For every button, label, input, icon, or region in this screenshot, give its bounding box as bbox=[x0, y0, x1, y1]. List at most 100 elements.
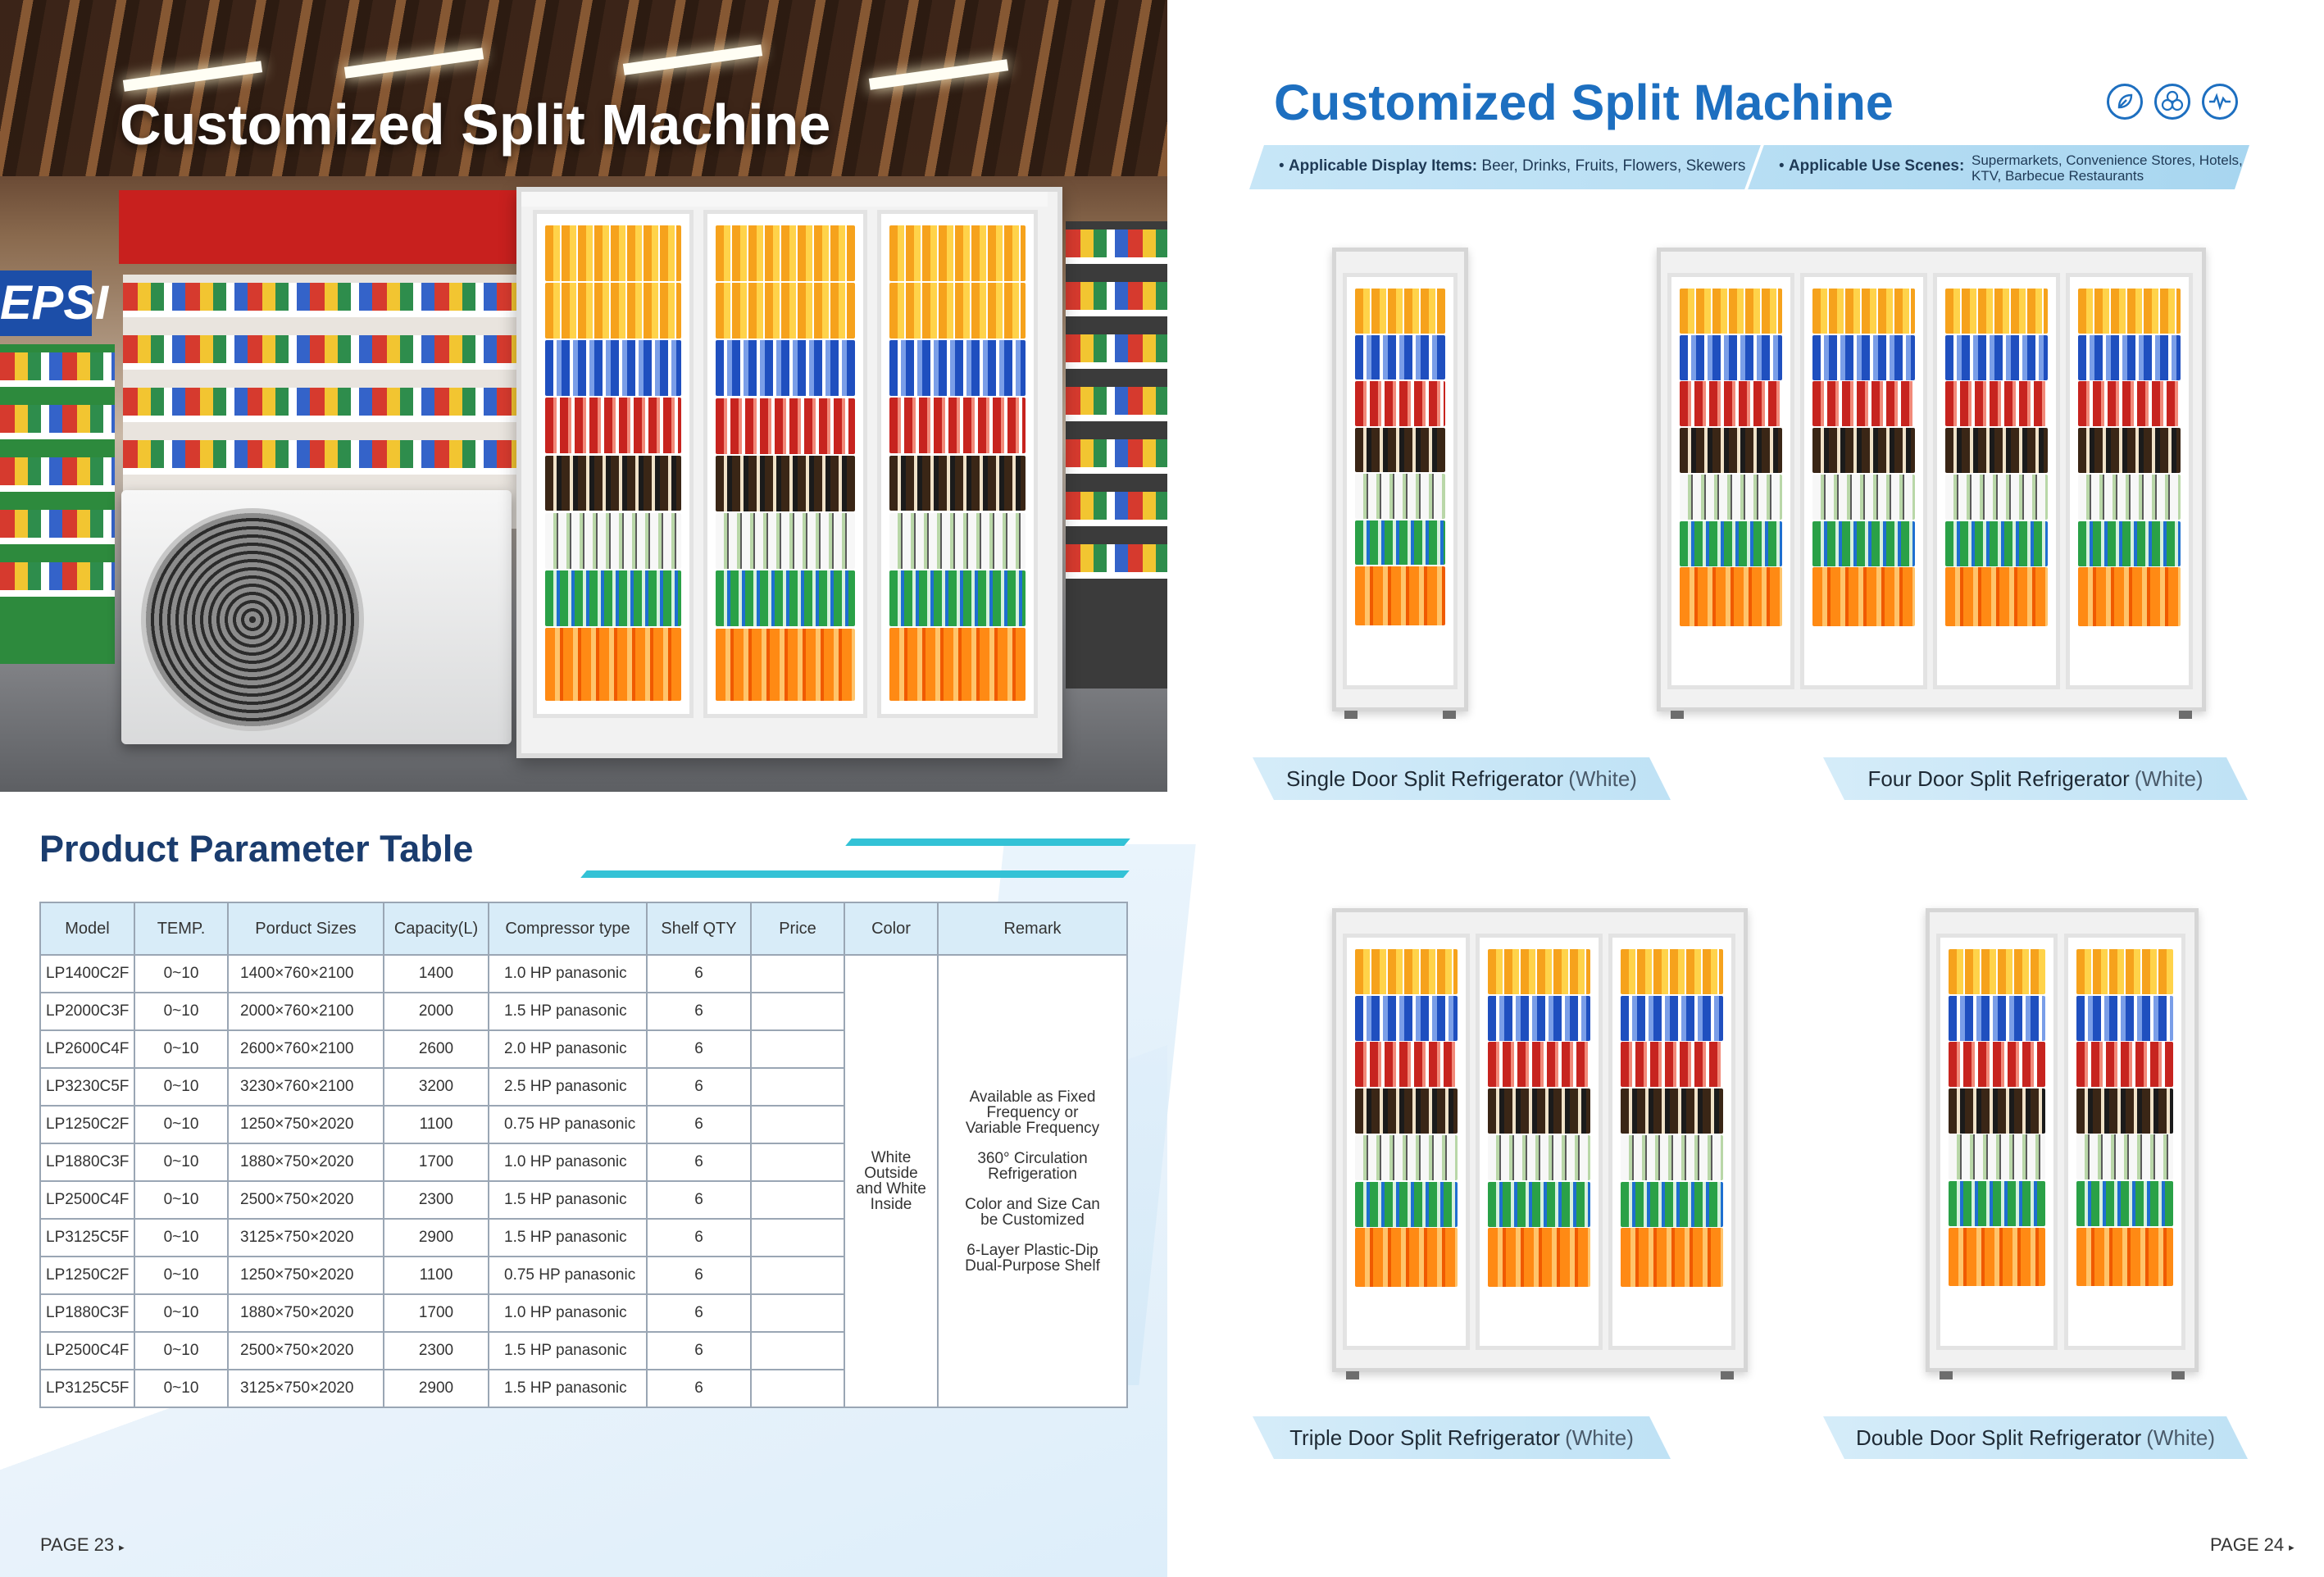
fridge-door bbox=[1343, 934, 1470, 1350]
triple-door-fridge-image bbox=[1332, 908, 1748, 1379]
cell-model: LP2500C4F bbox=[39, 1331, 135, 1370]
remark-line: 360° Circulation bbox=[977, 1149, 1088, 1167]
fan-grill bbox=[141, 508, 364, 731]
table-row: LP1400C2F 0~10 1400×760×2100 1400 1.0 HP… bbox=[39, 954, 1128, 1408]
column-header: Color bbox=[844, 902, 939, 956]
color-line: Inside bbox=[870, 1196, 912, 1213]
cell-compressor: 1.5 HP panasonic bbox=[488, 1218, 648, 1257]
page-number-text: PAGE 23 bbox=[40, 1534, 115, 1555]
cell-compressor: 1.0 HP panasonic bbox=[488, 1143, 648, 1182]
fridge-door bbox=[1608, 934, 1735, 1350]
cell-size: 1250×750×2020 bbox=[227, 1105, 384, 1144]
fridge-door bbox=[1933, 273, 2060, 689]
double-door-fridge-image bbox=[1926, 908, 2199, 1379]
caption-four-door: Four Door Split Refrigerator(White) bbox=[1823, 757, 2248, 800]
bullet: • bbox=[1279, 157, 1285, 175]
color-line: White bbox=[871, 1149, 912, 1166]
cell-shelf-qty: 6 bbox=[646, 1331, 752, 1370]
cell-capacity: 2300 bbox=[383, 1331, 489, 1370]
cell-capacity: 1100 bbox=[383, 1256, 489, 1295]
cell-compressor: 0.75 HP panasonic bbox=[488, 1105, 648, 1144]
cell-price bbox=[750, 1256, 845, 1295]
cell-temp: 0~10 bbox=[134, 1218, 229, 1257]
cell-shelf-qty: 6 bbox=[646, 1067, 752, 1107]
column-header: Compressor type bbox=[488, 902, 648, 956]
hero-title: Customized Split Machine bbox=[120, 93, 831, 157]
caption-single-door: Single Door Split Refrigerator(White) bbox=[1253, 757, 1671, 800]
remark-line: Dual-Purpose Shelf bbox=[965, 1257, 1100, 1275]
remark-line: be Customized bbox=[980, 1211, 1085, 1229]
cell-size: 1400×760×2100 bbox=[227, 954, 384, 993]
cell-shelf-qty: 6 bbox=[646, 1029, 752, 1069]
side-shelf-left bbox=[0, 344, 115, 664]
cell-color: White Outside and White Inside bbox=[844, 954, 939, 1408]
cell-price bbox=[750, 1105, 845, 1144]
page-number-right: PAGE 24▸ bbox=[2210, 1534, 2294, 1556]
cell-shelf-qty: 6 bbox=[646, 1105, 752, 1144]
page-title: Customized Split Machine bbox=[1274, 75, 1894, 130]
cell-model: LP1250C2F bbox=[39, 1105, 135, 1144]
use-scenes-label-wrap: • Applicable Use Scenes: bbox=[1779, 157, 1964, 175]
background-shelves bbox=[123, 275, 516, 529]
cell-compressor: 2.5 HP panasonic bbox=[488, 1067, 648, 1107]
cell-price bbox=[750, 954, 845, 993]
fridge-door bbox=[1800, 273, 1927, 689]
cell-capacity: 1700 bbox=[383, 1143, 489, 1182]
cell-temp: 0~10 bbox=[134, 1256, 229, 1295]
cell-price bbox=[750, 1218, 845, 1257]
cell-compressor: 1.0 HP panasonic bbox=[488, 1293, 648, 1333]
cell-compressor: 2.0 HP panasonic bbox=[488, 1029, 648, 1069]
cell-temp: 0~10 bbox=[134, 1067, 229, 1107]
cell-price bbox=[750, 1293, 845, 1333]
cell-size: 2500×750×2020 bbox=[227, 1331, 384, 1370]
caption-name: Triple Door Split Refrigerator bbox=[1289, 1425, 1561, 1450]
leaf-icon bbox=[2107, 84, 2143, 120]
cell-size: 2000×760×2100 bbox=[227, 992, 384, 1031]
fridge-door bbox=[1667, 273, 1794, 689]
caption-name: Single Door Split Refrigerator bbox=[1286, 766, 1564, 791]
remark-line: 6-Layer Plastic-Dip bbox=[966, 1241, 1098, 1259]
certification-icons bbox=[2107, 84, 2238, 120]
column-header: Capacity(L) bbox=[383, 902, 489, 956]
pepsi-sign: EPSI bbox=[0, 270, 108, 336]
cell-price bbox=[750, 992, 845, 1031]
display-items: • Applicable Display Items: Beer, Drinks… bbox=[1279, 157, 1745, 175]
cell-size: 1880×750×2020 bbox=[227, 1143, 384, 1182]
cell-capacity: 2600 bbox=[383, 1029, 489, 1069]
column-header: Price bbox=[750, 902, 845, 956]
title-accent-rule bbox=[845, 838, 1130, 846]
remark-line: Available as Fixed bbox=[969, 1088, 1096, 1106]
display-items-label: Applicable Display Items: bbox=[1288, 157, 1478, 175]
cell-remark: Available as Fixed Frequency or Variable… bbox=[937, 954, 1128, 1408]
cell-size: 2600×760×2100 bbox=[227, 1029, 384, 1069]
cell-compressor: 0.75 HP panasonic bbox=[488, 1256, 648, 1295]
color-line: and White bbox=[856, 1180, 926, 1198]
cell-shelf-qty: 6 bbox=[646, 1180, 752, 1220]
column-header: Shelf QTY bbox=[646, 902, 752, 956]
wave-icon bbox=[2202, 84, 2238, 120]
cell-model: LP3125C5F bbox=[39, 1369, 135, 1408]
cell-shelf-qty: 6 bbox=[646, 1256, 752, 1295]
cell-model: LP1880C3F bbox=[39, 1143, 135, 1182]
outdoor-condenser-unit bbox=[121, 490, 512, 744]
cell-temp: 0~10 bbox=[134, 1029, 229, 1069]
store-sign bbox=[119, 190, 521, 264]
cell-temp: 0~10 bbox=[134, 992, 229, 1031]
cell-capacity: 2000 bbox=[383, 992, 489, 1031]
cell-model: LP2600C4F bbox=[39, 1029, 135, 1069]
fridge-door bbox=[877, 210, 1038, 718]
column-header: Model bbox=[39, 902, 135, 956]
column-header: TEMP. bbox=[134, 902, 229, 956]
caption-triple-door: Triple Door Split Refrigerator(White) bbox=[1253, 1416, 1671, 1459]
use-scenes-value: Supermarkets, Convenience Stores, Hotels… bbox=[1972, 152, 2243, 184]
product-parameter-table: Model TEMP. Porduct Sizes Capacity(L) Co… bbox=[39, 902, 1128, 1408]
cell-price bbox=[750, 1029, 845, 1069]
cell-shelf-qty: 6 bbox=[646, 1293, 752, 1333]
single-door-fridge-image bbox=[1332, 248, 1468, 719]
